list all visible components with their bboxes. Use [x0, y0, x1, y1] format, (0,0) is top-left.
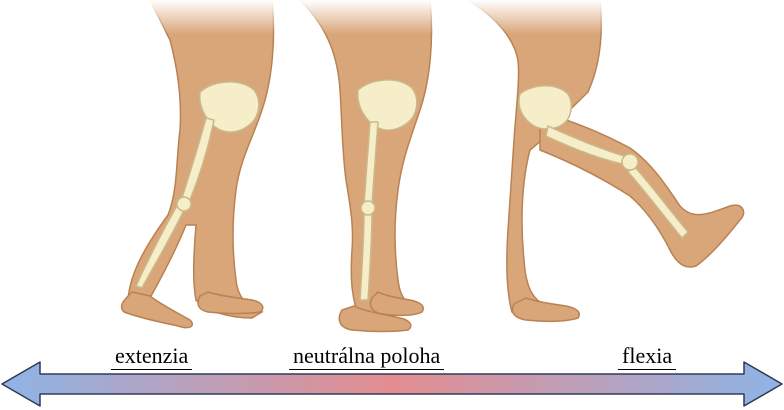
label-flexion: flexia — [618, 343, 676, 370]
flexion-figure — [468, 0, 744, 321]
extension-back-foot — [122, 292, 193, 328]
top-fade — [0, 0, 784, 34]
flexion-standing-foot — [513, 298, 580, 321]
label-neutral-position: neutrálna poloha — [289, 343, 444, 370]
extension-figure — [122, 0, 274, 328]
label-extension: extenzia — [111, 343, 192, 370]
neutral-figure — [300, 0, 432, 332]
